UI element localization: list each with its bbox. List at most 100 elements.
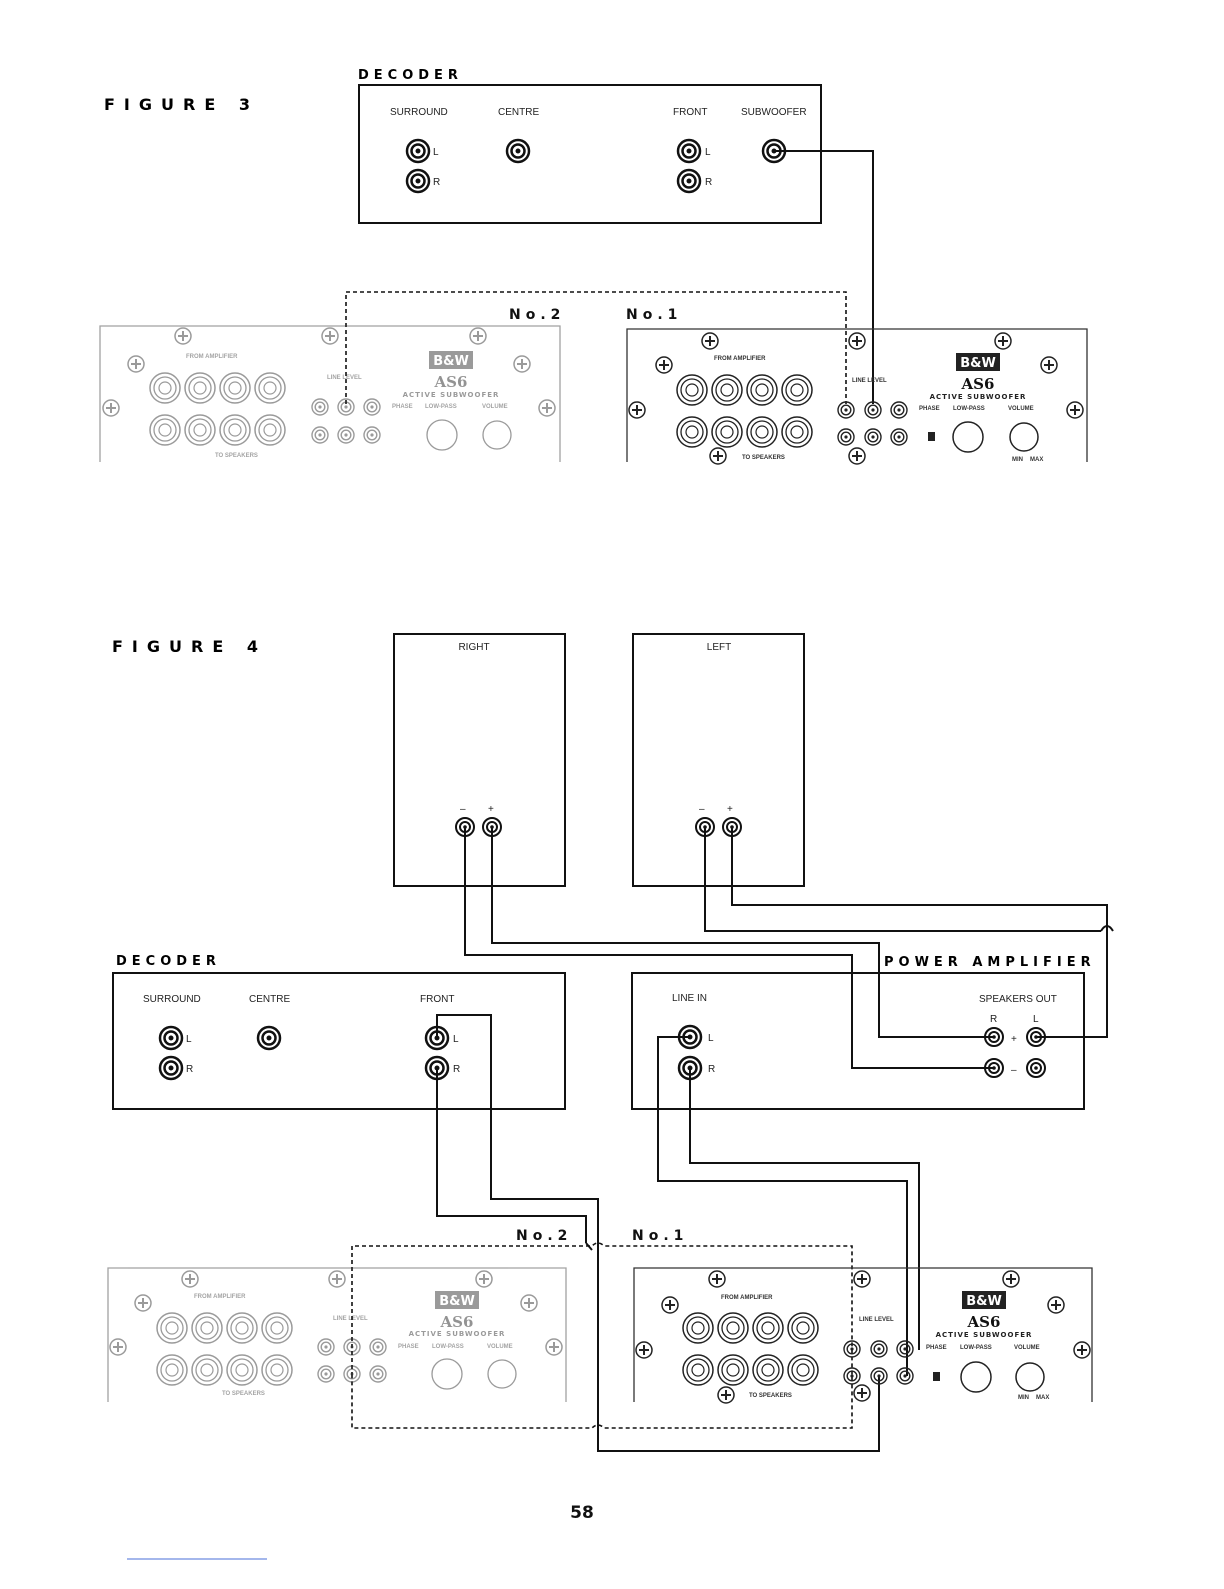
fig3-surround-r-jack[interactable] <box>405 168 431 194</box>
svg-text:AS6: AS6 <box>961 375 995 393</box>
amp-speakers-out-label: SPEAKERS OUT <box>979 994 1057 1005</box>
fig3-centre-jack[interactable] <box>505 138 531 164</box>
fig3-centre-label: CENTRE <box>498 107 539 118</box>
svg-text:LOW-PASS: LOW-PASS <box>425 404 457 410</box>
svg-text:MIN: MIN <box>1012 457 1023 463</box>
fig4-surround-r-label: R <box>186 1064 193 1075</box>
fig3-decoder-box <box>358 84 822 224</box>
fig4-centre-label: CENTRE <box>249 994 290 1005</box>
svg-text:LINE LEVEL: LINE LEVEL <box>327 375 362 381</box>
svg-text:VOLUME: VOLUME <box>1014 1345 1040 1351</box>
svg-text:PHASE: PHASE <box>392 404 413 410</box>
fig3-surround-l-jack[interactable] <box>405 138 431 164</box>
left-speaker-box <box>632 633 805 887</box>
svg-text:ACTIVE SUBWOOFER: ACTIVE SUBWOOFER <box>930 393 1027 401</box>
svg-text:LOW-PASS: LOW-PASS <box>960 1345 992 1351</box>
right-speaker-label: RIGHT <box>458 642 489 653</box>
fig3-subwoofer-cable <box>774 150 874 404</box>
svg-text:AS6: AS6 <box>434 373 468 391</box>
svg-text:FROM AMPLIFIER: FROM AMPLIFIER <box>721 1295 773 1301</box>
svg-text:LINE LEVEL: LINE LEVEL <box>852 378 887 384</box>
power-amplifier-title: POWER AMPLIFIER <box>884 955 1096 970</box>
amp-line-in-label: LINE IN <box>672 993 707 1004</box>
fig4-speaker-cables <box>464 827 1114 1069</box>
right-speaker-plus: + <box>488 804 494 815</box>
svg-text:MAX: MAX <box>1030 457 1043 463</box>
fig3-surround-label: SURROUND <box>390 107 448 118</box>
svg-text:AS6: AS6 <box>440 1313 474 1331</box>
fig4-centre-jack[interactable] <box>256 1025 282 1051</box>
fig4-front-l-label: L <box>453 1034 459 1045</box>
figure-3-title: FIGURE 3 <box>104 95 259 114</box>
svg-text:B&W: B&W <box>960 356 996 371</box>
fig4-decoder-box <box>112 972 566 1110</box>
fig3-front-r-label: R <box>705 177 712 188</box>
svg-text:MIN: MIN <box>1018 1395 1029 1401</box>
svg-text:LINE LEVEL: LINE LEVEL <box>333 1316 368 1322</box>
amp-out-l-minus-terminal[interactable] <box>1026 1058 1046 1078</box>
fig4-front-label: FRONT <box>420 994 454 1005</box>
svg-text:VOLUME: VOLUME <box>487 1344 513 1350</box>
svg-text:B&W: B&W <box>433 354 469 369</box>
svg-text:ACTIVE SUBWOOFER: ACTIVE SUBWOOFER <box>936 1331 1033 1339</box>
left-speaker-label: LEFT <box>707 642 731 653</box>
fig3-decoder-title: DECODER <box>358 68 463 83</box>
fig4-surround-r-jack[interactable] <box>158 1055 184 1081</box>
fig4-unit1-label: No.1 <box>632 1228 688 1244</box>
svg-text:PHASE: PHASE <box>398 1344 419 1350</box>
svg-text:TO SPEAKERS: TO SPEAKERS <box>215 453 258 459</box>
left-speaker-minus: – <box>699 804 705 815</box>
figure-4-title: FIGURE 4 <box>112 637 267 656</box>
svg-text:FROM AMPLIFIER: FROM AMPLIFIER <box>714 356 766 362</box>
svg-text:FROM AMPLIFIER: FROM AMPLIFIER <box>186 354 238 360</box>
amp-out-l-label: L <box>1033 1014 1039 1025</box>
fig4-decoder-title: DECODER <box>116 954 221 969</box>
svg-text:TO SPEAKERS: TO SPEAKERS <box>742 455 785 461</box>
svg-text:TO SPEAKERS: TO SPEAKERS <box>222 1391 265 1397</box>
svg-text:MAX: MAX <box>1036 1395 1049 1401</box>
amp-line-in-l-label: L <box>708 1033 714 1044</box>
fig3-surround-r-label: R <box>433 177 440 188</box>
amp-plus-label: + <box>1011 1034 1017 1045</box>
svg-text:PHASE: PHASE <box>919 406 940 412</box>
fig4-surround-l-jack[interactable] <box>158 1025 184 1051</box>
svg-text:VOLUME: VOLUME <box>482 404 508 410</box>
svg-text:ACTIVE SUBWOOFER: ACTIVE SUBWOOFER <box>409 1330 506 1338</box>
right-speaker-box <box>393 633 566 887</box>
fig3-unit2-label: No.2 <box>509 307 565 323</box>
svg-text:B&W: B&W <box>966 1294 1002 1309</box>
amp-minus-label: – <box>1011 1065 1017 1076</box>
fig4-subwoofer-panel-no1: FROM AMPLIFIER TO SPEAKERS LINE LEVEL B&… <box>633 1267 1093 1404</box>
amp-out-r-label: R <box>990 1014 997 1025</box>
svg-text:LOW-PASS: LOW-PASS <box>432 1344 464 1350</box>
svg-text:LOW-PASS: LOW-PASS <box>953 406 985 412</box>
amp-line-in-r-label: R <box>708 1064 715 1075</box>
fig3-subwoofer-label: SUBWOOFER <box>741 107 807 118</box>
svg-text:TO SPEAKERS: TO SPEAKERS <box>749 1393 792 1399</box>
fig3-front-label: FRONT <box>673 107 707 118</box>
fig4-surround-l-label: L <box>186 1034 192 1045</box>
svg-text:PHASE: PHASE <box>926 1345 947 1351</box>
right-speaker-minus: – <box>460 804 466 815</box>
fig4-unit2-label: No.2 <box>516 1228 572 1244</box>
svg-text:VOLUME: VOLUME <box>1008 406 1034 412</box>
svg-text:AS6: AS6 <box>967 1313 1001 1331</box>
fig3-unit1-label: No.1 <box>626 307 682 323</box>
fig4-front-r-label: R <box>453 1064 460 1075</box>
fig3-front-l-jack[interactable] <box>676 138 702 164</box>
svg-text:B&W: B&W <box>439 1294 475 1309</box>
fig3-front-l-label: L <box>705 147 711 158</box>
fig3-link-cable <box>345 291 847 404</box>
fig4-link-cable <box>351 1242 853 1429</box>
fig4-surround-label: SURROUND <box>143 994 201 1005</box>
fig4-subwoofer-panel-no2: FROM AMPLIFIER TO SPEAKERS LINE LEVEL B&… <box>107 1267 567 1402</box>
page-number: 58 <box>570 1503 594 1523</box>
fig3-front-r-jack[interactable] <box>676 168 702 194</box>
svg-text:ACTIVE SUBWOOFER: ACTIVE SUBWOOFER <box>403 391 500 399</box>
left-speaker-plus: + <box>727 804 733 815</box>
fig3-surround-l-label: L <box>433 147 439 158</box>
svg-text:LINE LEVEL: LINE LEVEL <box>859 1317 894 1323</box>
fig4-line-cables <box>436 1014 920 1452</box>
power-amplifier-box <box>631 972 1085 1110</box>
fig3-subwoofer-panel-no2: FROM AMPLIFIER TO SPEAKERS LINE LEVEL B&… <box>99 325 561 462</box>
